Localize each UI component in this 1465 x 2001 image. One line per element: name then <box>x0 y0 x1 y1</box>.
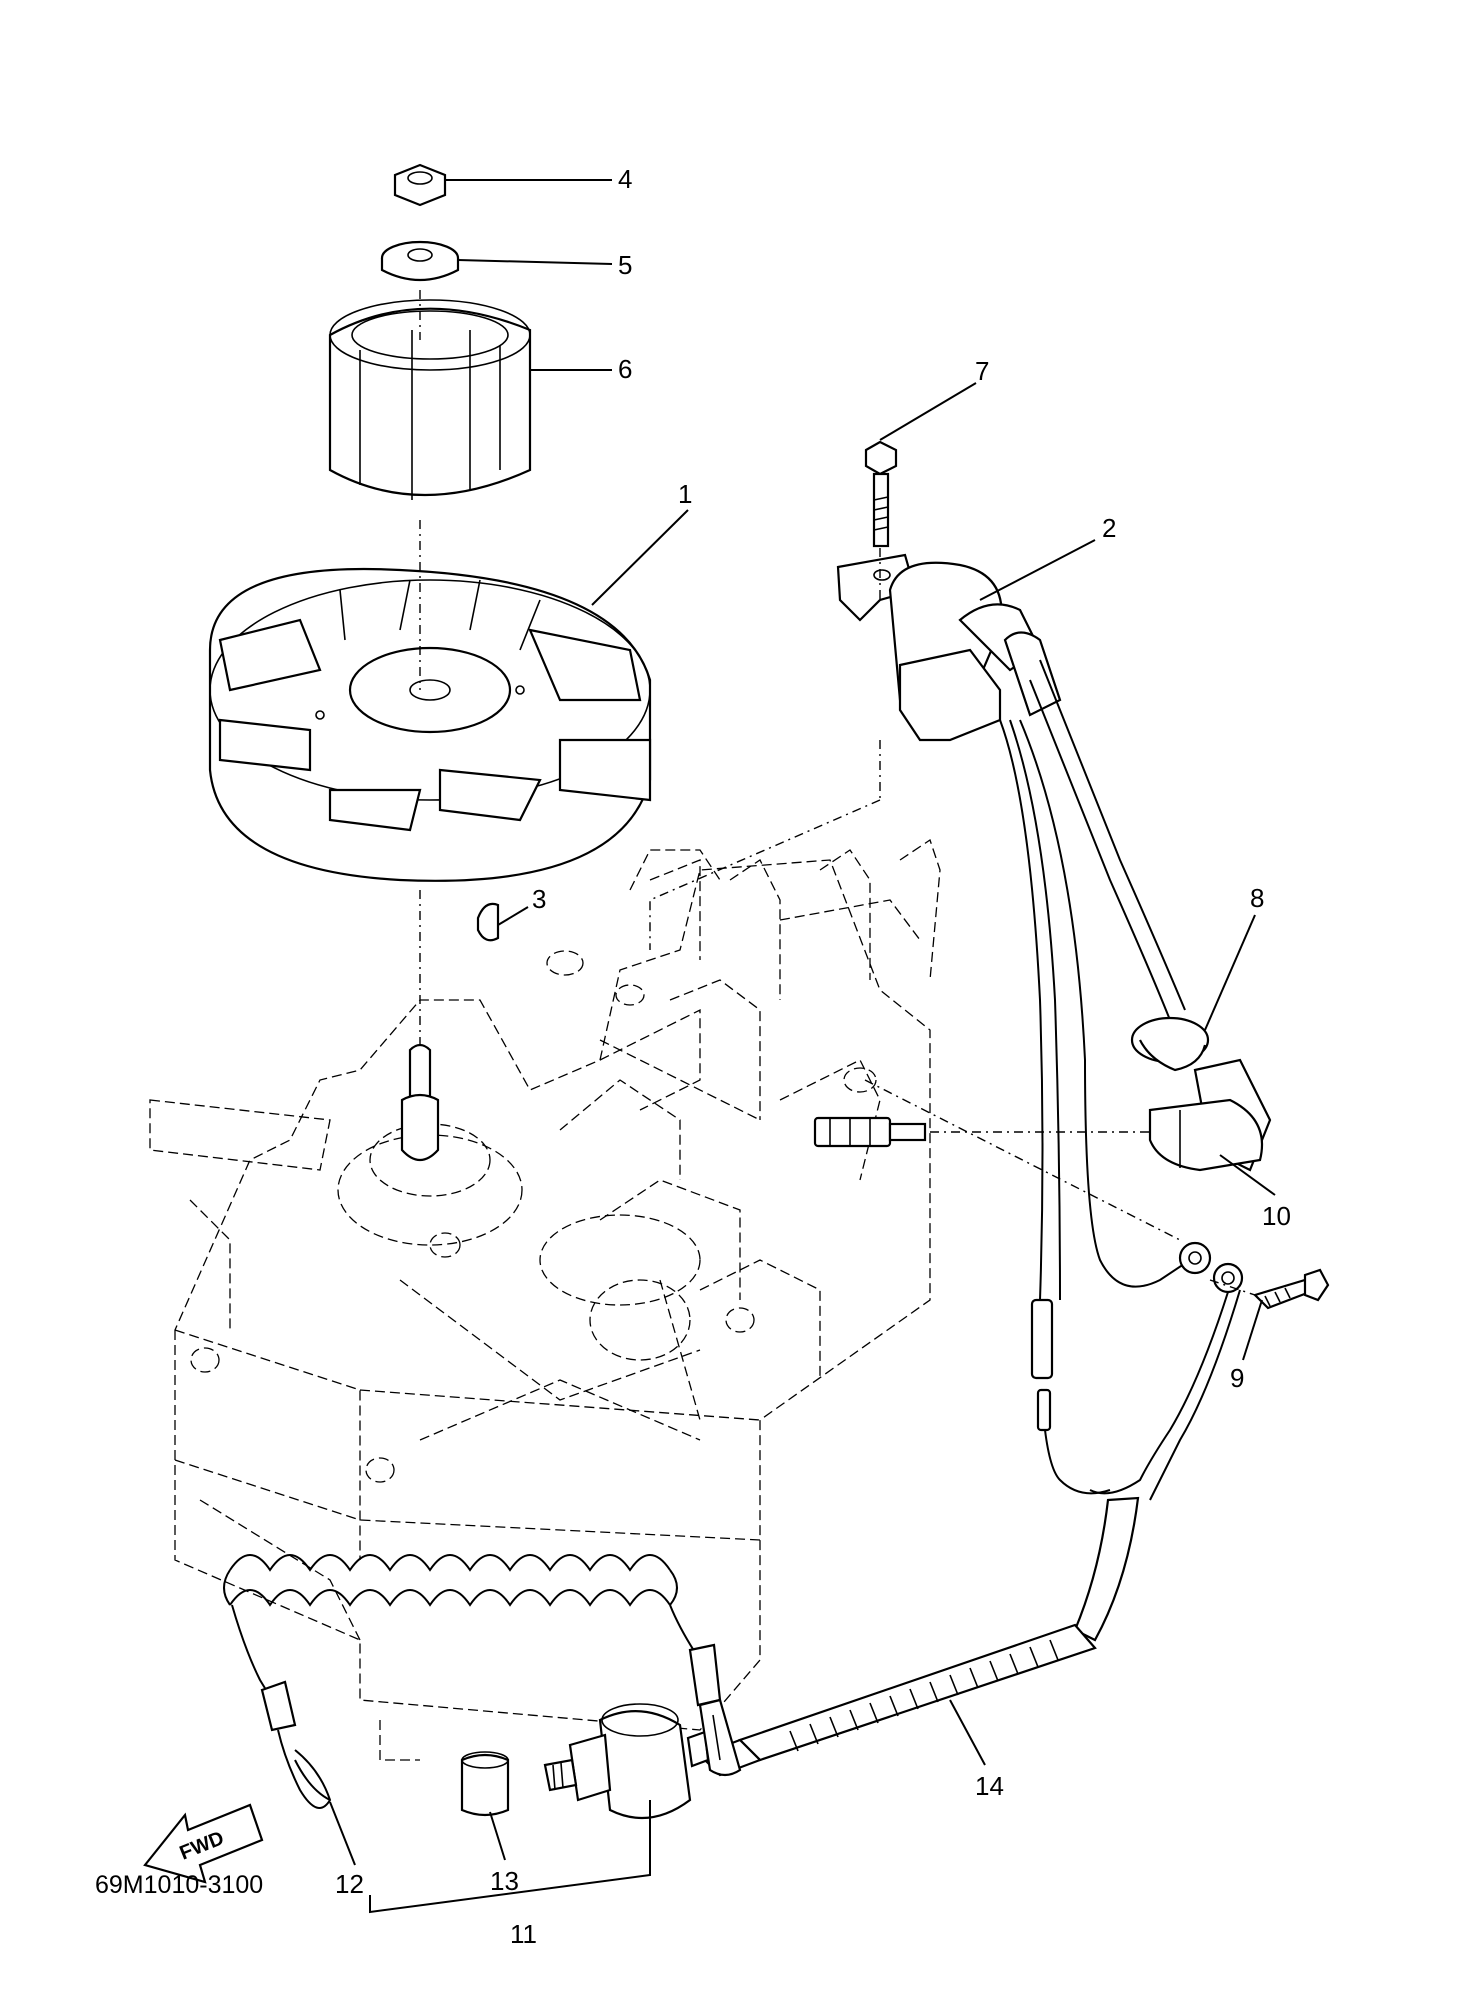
callout-5: 5 <box>618 250 632 280</box>
part-plug-cap <box>1148 1058 1272 1172</box>
fwd-arrow-icon: FWD <box>143 1803 264 1884</box>
callout-6: 6 <box>618 354 632 384</box>
part-stop-switch <box>543 1703 710 1820</box>
spark-plug <box>813 1116 927 1148</box>
high-tension-lead <box>1029 659 1186 1021</box>
part-bolt-lower <box>1212 1262 1330 1310</box>
part-starter-pulley <box>328 299 532 500</box>
callout-2: 2 <box>1102 513 1116 543</box>
part-ignition-coil <box>836 553 1062 742</box>
part-lanyard <box>223 1554 742 1809</box>
callout-10: 10 <box>1262 1201 1291 1231</box>
engine-block-outline <box>149 838 941 1761</box>
callout-13: 13 <box>490 1866 519 1896</box>
coil-ground-leads <box>999 719 1212 1301</box>
part-nut <box>393 163 447 207</box>
stop-switch-harness <box>1030 1289 1241 1642</box>
callout-7: 7 <box>975 356 989 386</box>
callout-3: 3 <box>532 884 546 914</box>
callout-9: 9 <box>1230 1363 1244 1393</box>
part-clip <box>460 1751 510 1817</box>
part-washer <box>380 240 460 282</box>
assembly-centerlines <box>419 290 1256 1296</box>
callout-labels: 1 2 3 4 5 6 7 8 9 10 11 12 13 14 <box>335 164 1291 1949</box>
crankshaft-stub <box>400 1043 440 1162</box>
callout-14: 14 <box>975 1771 1004 1801</box>
callout-11: 11 <box>510 1919 537 1949</box>
part-bolt-upper <box>864 440 898 548</box>
callout-8: 8 <box>1250 883 1264 913</box>
callout-4: 4 <box>618 164 632 194</box>
part-flywheel <box>208 567 652 882</box>
part-code: 69M1010-3100 <box>95 1871 263 1899</box>
callout-1: 1 <box>678 479 692 509</box>
leader-lines <box>329 179 1276 1914</box>
part-woodruff-key <box>476 902 500 942</box>
callout-12: 12 <box>335 1869 364 1899</box>
part-grommet <box>1130 1016 1210 1072</box>
part-cord-sleeve <box>698 1623 1097 1777</box>
